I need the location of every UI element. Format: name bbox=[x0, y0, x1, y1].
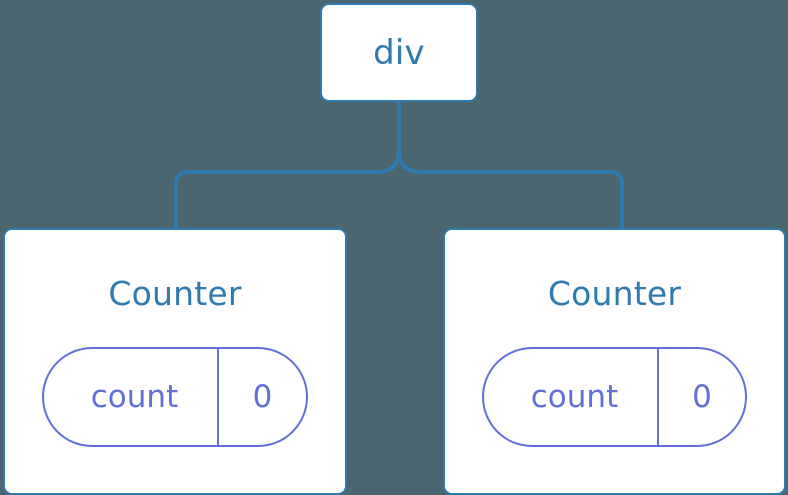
state-pill-divider bbox=[657, 349, 659, 445]
state-value-label: 0 bbox=[692, 378, 712, 415]
state-key-label: count bbox=[90, 378, 179, 415]
state-pill-count-2: count 0 bbox=[482, 347, 747, 447]
node-counter-2[interactable]: Counter count 0 bbox=[443, 228, 786, 495]
node-div-label: div bbox=[373, 32, 425, 73]
node-counter-2-label: Counter bbox=[547, 274, 682, 313]
state-value-label: 0 bbox=[252, 378, 273, 415]
state-pill-count-1: count 0 bbox=[42, 347, 308, 447]
node-counter-1[interactable]: Counter count 0 bbox=[3, 228, 347, 495]
node-counter-1-label: Counter bbox=[108, 274, 242, 313]
state-key-label: count bbox=[530, 378, 619, 415]
state-pill-divider bbox=[217, 349, 219, 445]
node-div[interactable]: div bbox=[320, 3, 478, 102]
